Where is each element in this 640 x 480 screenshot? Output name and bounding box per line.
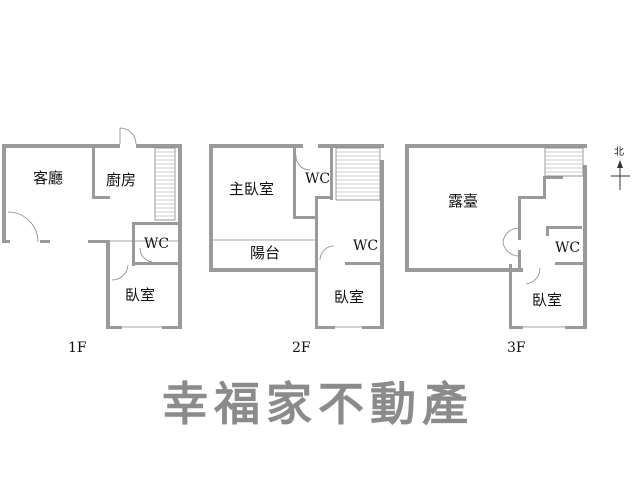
room-kitchen: 廚房 — [106, 171, 136, 189]
room-bedroom-2f: 臥室 — [334, 288, 364, 306]
staircase — [335, 147, 381, 201]
watermark: 幸福家不動產 — [162, 377, 474, 431]
floor-3f-stairs — [544, 147, 584, 177]
room-wc-2f-a: WC — [305, 171, 330, 187]
room-wc-3f: WC — [555, 240, 580, 256]
floor-2f-stairs — [335, 147, 381, 201]
floor-1f-stairs — [154, 147, 176, 221]
room-balcony: 陽台 — [250, 244, 280, 262]
north-arrow-icon — [611, 160, 630, 190]
compass-north-label: 北 — [614, 146, 624, 158]
room-wc-2f-b: WC — [353, 238, 378, 254]
floor-label-2f: 2F — [292, 340, 311, 356]
floor-label-1f: 1F — [68, 340, 87, 356]
room-living-room: 客廳 — [33, 169, 63, 187]
room-master-bedroom: 主臥室 — [229, 180, 274, 198]
room-terrace: 露臺 — [448, 192, 478, 210]
floor-3f-walls — [405, 144, 587, 329]
room-bedroom-3f: 臥室 — [532, 291, 562, 309]
floor-1f-walls — [2, 127, 182, 329]
room-wc-1f: WC — [144, 236, 169, 252]
room-bedroom-1f: 臥室 — [125, 286, 155, 304]
floor-label-3f: 3F — [507, 340, 526, 356]
floor-2f-walls — [209, 144, 384, 329]
staircase — [154, 147, 176, 221]
staircase — [544, 147, 584, 177]
